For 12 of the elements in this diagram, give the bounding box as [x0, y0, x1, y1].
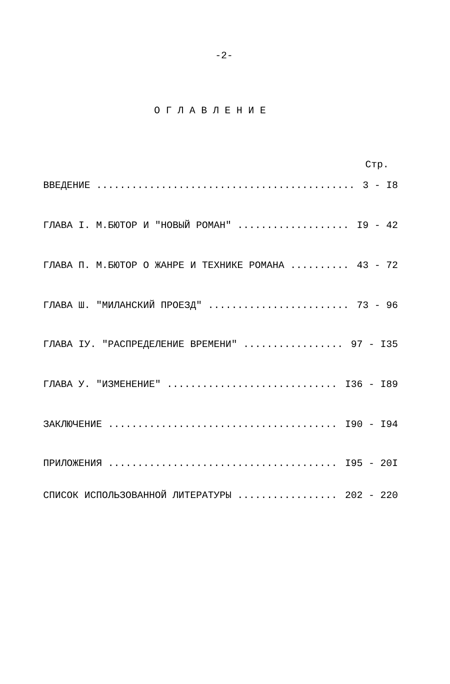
contents-entry: СПИСОК ИСПОЛЬЗОВАННОЙ ЛИТЕРАТУРЫ ................. 202 - 220 [44, 490, 398, 498]
contents-entry: ГЛАВА У. "ИЗМЕНЕНИЕ" ............................. I36 - I89 [44, 380, 398, 388]
contents-entry: ЗАКЛЮЧЕНИЕ ....................................... I90 - I94 [44, 420, 398, 428]
column-heading: Стр. [366, 160, 386, 170]
contents-entry: ГЛАВА IУ. "РАСПРЕДЕЛЕНИЕ ВРЕМЕНИ" ................. 97 - I35 [44, 340, 398, 349]
contents-entry: ВВЕДЕНИЕ ............................................ 3 - I8 [44, 181, 398, 190]
page-number: -2- [216, 52, 232, 58]
contents-entry: ГЛАВА Ш. "МИЛАНСКИЙ ПРОЕЗД" ........................ 73 - 96 [44, 300, 398, 310]
contents-entry: ГЛАВА П. М.БЮТОР О ЖАНРЕ И ТЕХНИКЕ РОМАНА .......... 43 - 72 [44, 261, 398, 268]
heading: О Г Л А В Л Е Н И Е [154, 106, 266, 114]
contents-entry: ГЛАВА I. М.БЮТОР И "НОВЫЙ РОМАН" ................... I9 - 42 [44, 220, 398, 228]
contents-entry: ПРИЛОЖЕНИЯ ....................................... I95 - 20I [44, 459, 397, 466]
